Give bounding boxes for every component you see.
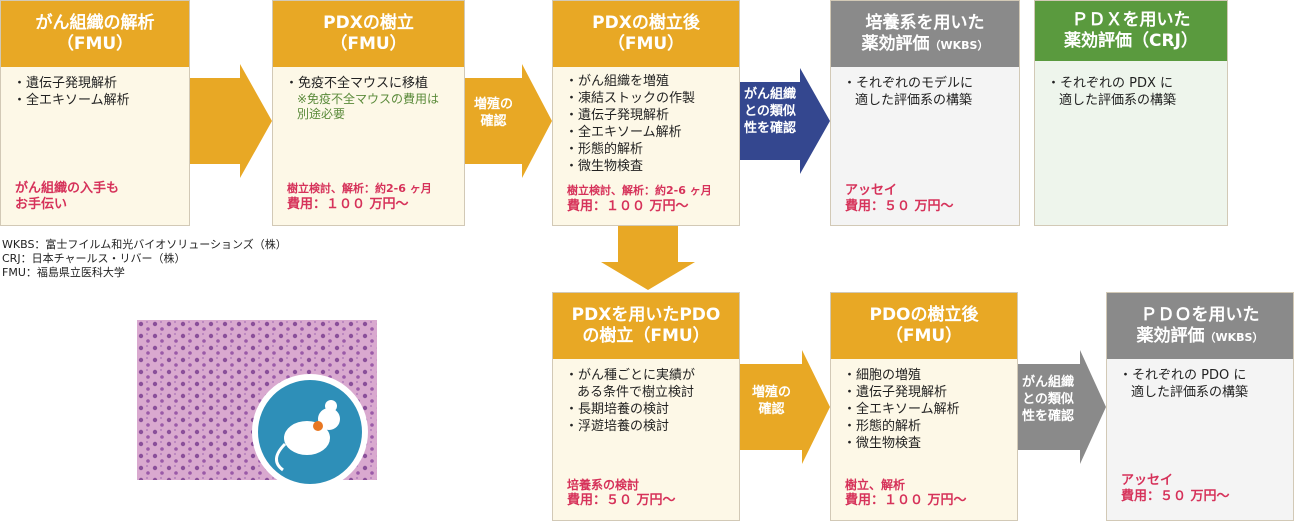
card-header: ＰＤＯを用いた 薬効評価（WKBS） xyxy=(1107,293,1293,359)
arrow-label-similarity-1: がん組織との類似性を確認 xyxy=(744,87,797,136)
card-footer: がん組織の入手もお手伝い xyxy=(15,181,120,212)
card-body: ・それぞれの PDO に 適した評価系の構築 xyxy=(1119,368,1249,400)
card-header: 培養系を用いた 薬効評価（WKBS） xyxy=(831,1,1019,67)
card-header: PDXの樹立後（FMU） xyxy=(553,1,739,67)
card-footer: 樹立、解析費用：１００ 万円〜 xyxy=(845,478,967,508)
card-body: ・遺伝子発現解析 ・全エキソーム解析 xyxy=(13,76,130,108)
card-body: ・がん組織を増殖 ・凍結ストックの作製 ・遺伝子発現解析 ・全エキソーム解析 ・… xyxy=(565,74,696,174)
card-culture-drug-eval: 培養系を用いた 薬効評価（WKBS） ・それぞれのモデルに 適した評価系の構築 … xyxy=(830,0,1020,226)
card-pdo-drug-eval: ＰＤＯを用いた 薬効評価（WKBS） ・それぞれの PDO に 適した評価系の構… xyxy=(1106,292,1294,521)
card-footer: 樹立検討、解析：約2-6 ヶ月費用：１００ 万円〜 xyxy=(567,184,712,214)
card-body: ・がん種ごとに実績が ある条件で樹立検討 ・長期培養の検討 ・浮遊培養の検討 xyxy=(565,368,696,434)
arrow-label-growth-2: 増殖の確認 xyxy=(752,385,792,417)
card-tissue-analysis: がん組織の解析（FMU） ・遺伝子発現解析 ・全エキソーム解析 がん組織の入手も… xyxy=(0,0,190,226)
arrow-label-growth-1: 増殖の確認 xyxy=(474,97,514,129)
mouse-icon xyxy=(275,400,340,472)
card-body: ・免疫不全マウスに移植 ※免疫不全マウスの費用は 別途必要 xyxy=(285,76,440,121)
card-post-pdo: PDOの樹立後（FMU） ・細胞の増殖 ・遺伝子発現解析 ・全エキソーム解析 ・… xyxy=(830,292,1018,521)
arrow-right-3 xyxy=(740,68,830,174)
card-post-pdx: PDXの樹立後（FMU） ・がん組織を増殖 ・凍結ストックの作製 ・遺伝子発現解… xyxy=(552,0,740,226)
card-footer: アッセイ費用：５０ 万円〜 xyxy=(1121,473,1230,504)
arrow-label-similarity-2: がん組織との類似性を確認 xyxy=(1022,375,1075,424)
card-body: ・それぞれのモデルに 適した評価系の構築 xyxy=(843,76,974,108)
card-body: ・それぞれの PDX に 適した評価系の構築 xyxy=(1047,76,1177,108)
card-footer: 培養系の検討費用：５０ 万円〜 xyxy=(567,478,676,508)
card-footer: 樹立検討、解析：約2-6 ヶ月費用：１００ 万円〜 xyxy=(287,182,432,212)
arrow-right-2 xyxy=(465,64,552,178)
abbreviation-legend: WKBS：富士フイルム和光バイオソリューションズ（株） CRJ：日本チャールス・… xyxy=(2,238,287,279)
arrow-down-1 xyxy=(601,226,695,290)
card-header: PDOの樹立後（FMU） xyxy=(831,293,1017,359)
card-pdx-drug-eval: ＰＤＸを用いた薬効評価（CRJ） ・それぞれの PDX に 適した評価系の構築 xyxy=(1034,0,1228,226)
arrow-right-4 xyxy=(740,350,830,464)
histology-illustration xyxy=(137,320,377,490)
card-header: ＰＤＸを用いた薬効評価（CRJ） xyxy=(1035,1,1227,61)
arrow-right-1 xyxy=(190,64,272,178)
card-body: ・細胞の増殖 ・遺伝子発現解析 ・全エキソーム解析 ・形態的解析 ・微生物検査 xyxy=(843,368,960,451)
card-header: がん組織の解析（FMU） xyxy=(1,1,189,67)
card-footer: アッセイ費用：５０ 万円〜 xyxy=(845,183,954,214)
card-header: PDXの樹立（FMU） xyxy=(273,1,464,67)
card-pdx-establishment: PDXの樹立（FMU） ・免疫不全マウスに移植 ※免疫不全マウスの費用は 別途必… xyxy=(272,0,465,226)
arrow-right-5 xyxy=(1018,350,1106,464)
